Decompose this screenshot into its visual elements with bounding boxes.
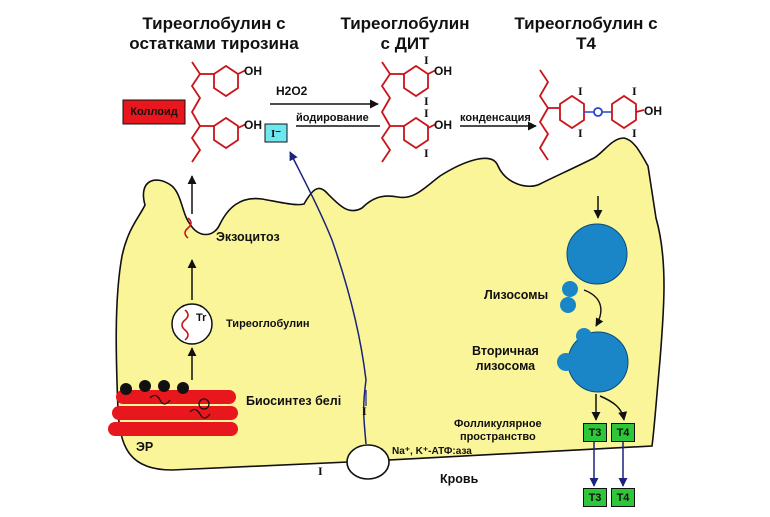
iodide-box <box>264 123 288 143</box>
colloid-box <box>122 99 186 125</box>
iodine-dit-1: I <box>424 53 429 67</box>
tyrosine-molecule <box>190 61 247 163</box>
iodine-dit-2: I <box>424 94 429 108</box>
title-tg-tyrosine: Тиреоглобулин с остатками тирозина <box>129 14 299 53</box>
lysosomes-label: Лизосомы <box>484 288 549 302</box>
oh-label-4: OH <box>434 118 452 132</box>
iodine-dit-3: I <box>424 106 429 120</box>
condensation-label: конденсация <box>460 112 531 124</box>
h2o2-label: H2O2 <box>276 84 308 98</box>
thyroglobulin-vesicle <box>171 303 213 345</box>
iodine-blood: I <box>318 464 323 478</box>
iodine-t4-2: I <box>578 126 583 140</box>
oh-label-2: OH <box>244 118 262 132</box>
oh-label-3: OH <box>434 64 452 78</box>
t3-box-blood: T3 <box>583 488 607 507</box>
oh-label-5: OH <box>644 104 662 118</box>
iodination-label: йодирование <box>296 112 369 124</box>
iodine-t4-3: I <box>632 84 637 98</box>
follicular-space-label: Фолликулярное пространство <box>454 418 542 443</box>
lysosome-small-2 <box>560 297 576 313</box>
title-tg-t4: Тиреоглобулин с T4 <box>514 14 658 53</box>
follicular-cell <box>115 137 665 471</box>
oh-label-1: OH <box>244 64 262 78</box>
endocytic-vesicle <box>566 223 628 285</box>
exocytosis-label: Экзоцитоз <box>216 230 280 244</box>
thyroglobulin-label: Тиреоглобулин <box>226 318 310 330</box>
iodine-transport: I <box>362 404 367 418</box>
t4-box-blood: T4 <box>611 488 635 507</box>
er-label: ЭР <box>136 440 154 454</box>
dit-molecule <box>380 61 437 163</box>
tr-label: Tr <box>196 312 207 324</box>
t3-box-cell: T3 <box>583 423 607 442</box>
iodine-t4-1: I <box>578 84 583 98</box>
title-tg-dit: Тиреоглобулин с ДИТ <box>340 14 470 53</box>
t4-molecule <box>538 69 645 161</box>
endoplasmic-reticulum <box>108 380 238 436</box>
colloid-label: Коллоид <box>130 106 178 118</box>
iodine-t4-4: I <box>632 126 637 140</box>
iodide-ion-label: I⁻ <box>270 127 282 140</box>
lysosome-small-1 <box>562 281 578 297</box>
pump-circle <box>346 444 390 480</box>
blood-label: Кровь <box>440 472 479 486</box>
secondary-lysosome <box>567 331 629 393</box>
iodine-dit-4: I <box>424 146 429 160</box>
secondary-lysosome-label: Вторичная лизосома <box>472 344 539 373</box>
t4-box-cell: T4 <box>611 423 635 442</box>
protein-biosynthesis-label: Биосинтез белі <box>246 394 342 408</box>
pump-label: Na⁺, K⁺-АТФ:аза <box>392 446 472 457</box>
